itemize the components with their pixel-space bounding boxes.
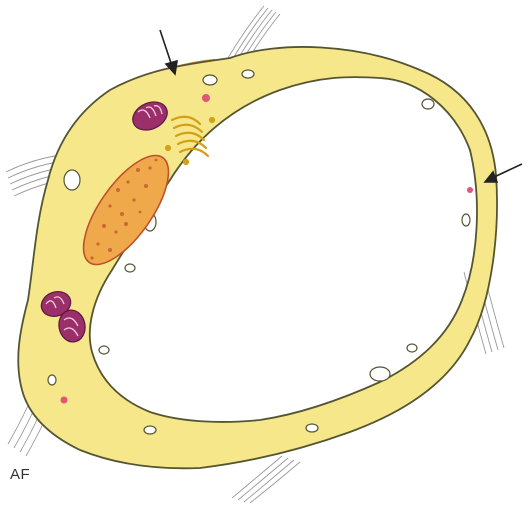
collagen-fibrils-bottom: [232, 456, 300, 503]
arrow-icon: [160, 30, 177, 74]
figure-corner-label: AF: [10, 466, 30, 483]
